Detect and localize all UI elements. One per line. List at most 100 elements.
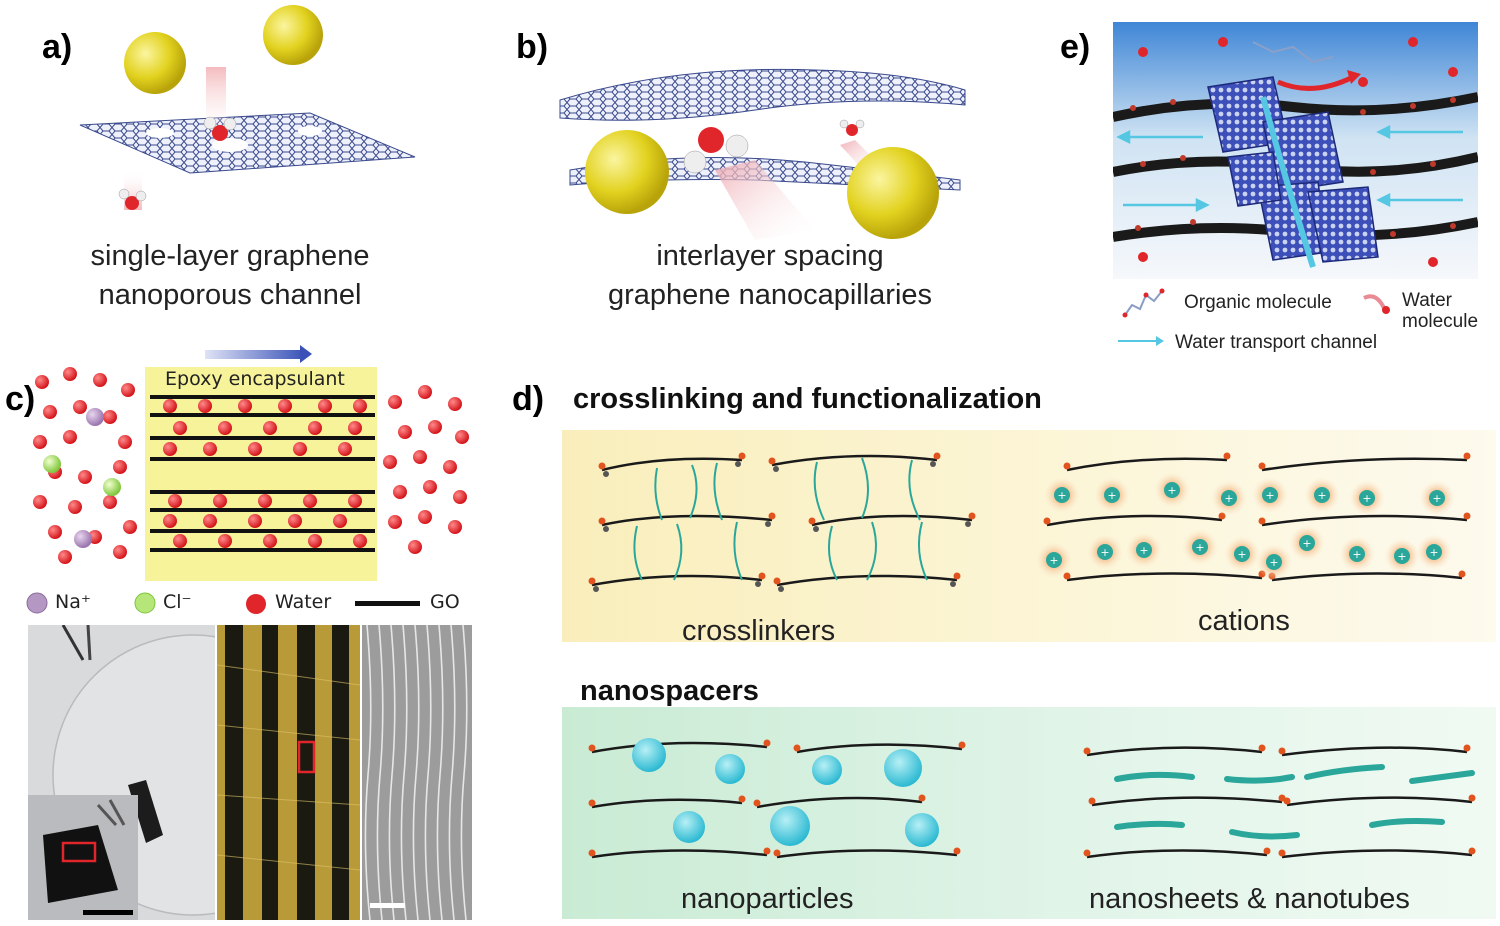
go-sheet	[1286, 796, 1473, 807]
go-sheet	[1086, 746, 1263, 757]
flow-arrow	[300, 345, 312, 363]
svg-text:+: +	[1265, 489, 1274, 502]
selection-box	[61, 841, 97, 863]
svg-text:+: +	[1224, 492, 1233, 505]
svg-text:+: +	[1317, 489, 1326, 502]
legend-line: molecule	[1402, 311, 1479, 332]
panel-c-schematic	[33, 345, 469, 581]
go-sheet	[1086, 849, 1268, 859]
go-sheet	[591, 798, 743, 809]
nanospacers-box	[562, 707, 1496, 919]
panel-b-label: b)	[516, 28, 549, 66]
cl-ion	[43, 455, 61, 473]
legend-water-transport-channel: Water transport channel	[1175, 332, 1378, 353]
pore	[298, 126, 322, 136]
panel-e-illustration	[1113, 22, 1478, 279]
caption-line: nanoporous channel	[98, 279, 362, 311]
go-sheet	[591, 741, 768, 754]
panel-b-illustration	[559, 68, 966, 240]
legend-organic-molecule: Organic molecule	[1184, 292, 1332, 313]
svg-text:+: +	[1352, 548, 1361, 561]
svg-text:+: +	[1107, 489, 1116, 502]
go-sheet	[811, 514, 973, 527]
ion-sphere	[847, 147, 939, 239]
water-molecule	[118, 188, 147, 210]
panel-c-label: c)	[5, 380, 36, 418]
legend-water: Water	[275, 591, 332, 613]
svg-text:+: +	[1432, 492, 1441, 505]
pore	[212, 138, 248, 152]
svg-text:+: +	[1237, 548, 1246, 561]
heading-nanospacers: nanospacers	[580, 675, 759, 707]
crosslinking-box: ++++ ++++ ++++ ++++ ++	[562, 430, 1496, 642]
ion-sphere	[124, 32, 186, 94]
go-sheet	[1271, 572, 1463, 582]
go-sheet	[1261, 514, 1468, 527]
label-cations: cations	[1198, 605, 1290, 637]
membrane-photo	[28, 625, 215, 920]
svg-text:+: +	[1167, 484, 1176, 497]
go-layers	[150, 395, 375, 552]
framework-cube	[1307, 186, 1379, 263]
framework-cube	[1227, 151, 1282, 207]
legend-water-molecule: Water molecule	[1402, 290, 1478, 332]
caption-line: graphene nanocapillaries	[607, 279, 933, 311]
legend-go: GO	[430, 591, 460, 613]
go-sheet	[771, 454, 938, 467]
caption-line: single-layer graphene	[90, 240, 370, 272]
cl-ion	[103, 478, 121, 496]
na-ion	[86, 408, 104, 426]
optical-micrograph	[217, 625, 360, 920]
svg-text:+: +	[1057, 489, 1066, 502]
organic-molecule-icon	[1122, 288, 1165, 318]
svg-text:+: +	[1269, 556, 1278, 569]
pore	[146, 128, 174, 138]
water-molecule	[203, 116, 237, 141]
go-sheet	[776, 849, 958, 859]
nanosheets	[1114, 764, 1475, 840]
go-sheet	[1261, 457, 1468, 472]
svg-text:+: +	[1139, 544, 1148, 557]
svg-text:+: +	[1195, 541, 1204, 554]
svg-text:+: +	[1429, 546, 1438, 559]
go-sheet	[591, 849, 768, 859]
na-ion	[74, 530, 92, 548]
nanoparticles	[632, 738, 939, 847]
caption-line: interlayer spacing	[656, 240, 884, 272]
sem-micrograph	[362, 625, 472, 920]
go-legend-line	[355, 601, 420, 606]
na-ion-icon	[26, 592, 48, 614]
cl-ion-icon	[134, 592, 156, 614]
go-sheet	[601, 457, 743, 472]
go-sheet	[756, 796, 923, 809]
go-sheet	[1281, 849, 1473, 859]
label-nanosheets-nanotubes: nanosheets & nanotubes	[1089, 883, 1410, 915]
go-sheet	[1066, 457, 1228, 472]
scale-bar	[370, 903, 405, 908]
svg-text:+: +	[1100, 546, 1109, 559]
svg-text:+: +	[1362, 492, 1371, 505]
ion-sphere	[263, 5, 323, 65]
selection-box	[297, 740, 316, 774]
label-crosslinkers: crosslinkers	[682, 615, 836, 647]
legend-cl: Cl⁻	[163, 591, 192, 613]
panel-a-caption: single-layer graphene nanoporous channel	[40, 237, 420, 315]
scale-bar	[83, 910, 133, 915]
svg-text:+: +	[1049, 554, 1058, 567]
label-nanoparticles: nanoparticles	[681, 883, 854, 915]
go-sheet	[1091, 796, 1283, 807]
legend-line: Water	[1402, 290, 1452, 311]
go-sheet	[776, 574, 958, 587]
channel-arrow-icon	[1118, 336, 1164, 346]
heading-crosslinking: crosslinking and functionalization	[573, 383, 1042, 415]
svg-text:+: +	[1397, 550, 1406, 563]
go-sheet	[796, 743, 963, 754]
go-sheet	[1281, 746, 1468, 757]
water-molecule	[683, 127, 749, 174]
panel-a-illustration	[79, 5, 416, 210]
panel-b-caption: interlayer spacing graphene nanocapillar…	[560, 237, 980, 315]
epoxy-label: Epoxy encapsulant	[165, 368, 345, 390]
go-sheet	[1046, 514, 1223, 527]
water-molecule-icon	[1363, 294, 1390, 314]
cations	[1036, 472, 1455, 580]
